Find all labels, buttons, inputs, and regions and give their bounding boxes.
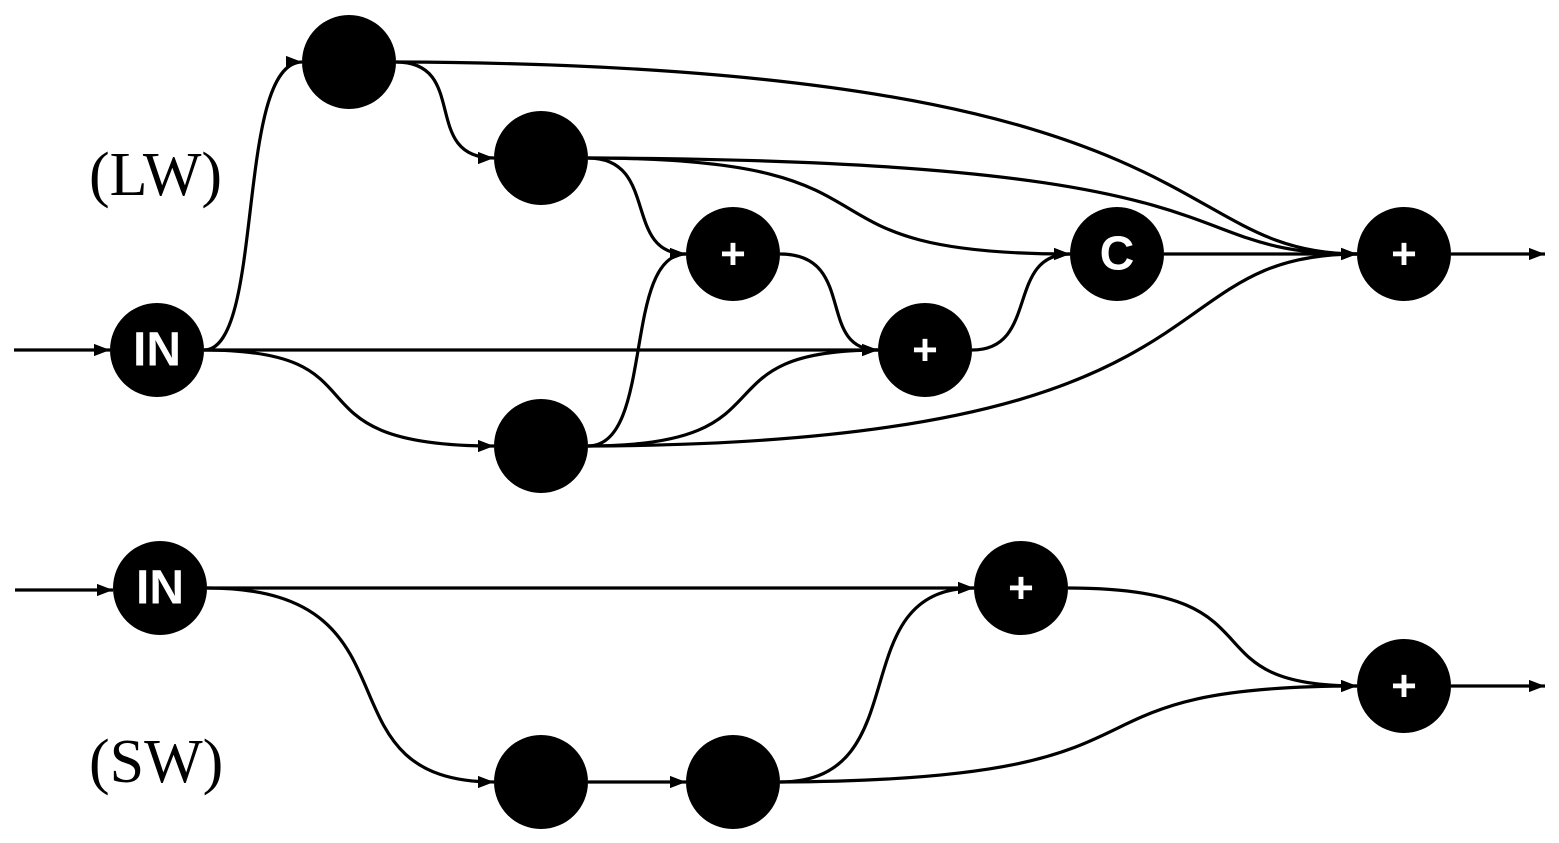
- sw-node-2: [686, 735, 780, 829]
- lw-edge-add2-concat: [971, 247, 1071, 352]
- lw-edge-mid-concat: [587, 156, 1071, 261]
- sw-edges: [15, 581, 1545, 789]
- sw-nodes: IN + +: [113, 541, 1451, 829]
- lw-node-out-label: +: [1391, 230, 1417, 279]
- lw-edge-top-mid: [395, 60, 495, 165]
- sw-node-in-label: IN: [136, 562, 184, 615]
- lw-node-in: [110, 303, 204, 397]
- sw-node-in: [113, 541, 207, 635]
- lw-edge-mid-add1: [587, 156, 687, 261]
- lw-edge-in-top: [203, 55, 303, 352]
- lw-section-label: (LW): [89, 141, 222, 209]
- sw-node-out-label: +: [1391, 662, 1417, 711]
- sw-node-add1: [974, 541, 1068, 635]
- sw-edge-add1-out: [1067, 586, 1358, 693]
- sw-section-label: (SW): [89, 728, 223, 796]
- lw-node-concat: [1070, 207, 1164, 301]
- lw-edge-top-out: [395, 60, 1358, 261]
- sw-edge-node2-add1: [779, 581, 975, 784]
- sw-edge-node2-out: [779, 679, 1358, 784]
- lw-edges: [14, 55, 1545, 453]
- lw-node-out: [1357, 207, 1451, 301]
- sw-node-1: [494, 735, 588, 829]
- lw-edge-add1-add2: [779, 252, 879, 357]
- lw-node-add1: [686, 207, 780, 301]
- lw-node-mid: [494, 111, 588, 205]
- lw-node-add2: [878, 303, 972, 397]
- lw-node-add2-label: +: [912, 326, 938, 375]
- lw-node-add1-label: +: [720, 230, 746, 279]
- lw-edge-bottom-add1: [587, 247, 687, 448]
- lw-node-in-label: IN: [133, 324, 181, 377]
- lw-node-bottom: [494, 399, 588, 493]
- sw-node-add1-label: +: [1008, 564, 1034, 613]
- lw-edge-bottom-out: [587, 247, 1358, 448]
- lw-nodes: IN + + C +: [110, 15, 1451, 493]
- lw-edge-bottom-add2: [587, 343, 879, 448]
- sw-edge-in-node1: [206, 586, 495, 789]
- lw-node-top: [302, 15, 396, 109]
- lw-node-concat-label: C: [1100, 228, 1135, 281]
- lw-edge-in-bottom: [203, 348, 495, 453]
- lw-edge-mid-out: [587, 156, 1358, 261]
- sw-node-out: [1357, 639, 1451, 733]
